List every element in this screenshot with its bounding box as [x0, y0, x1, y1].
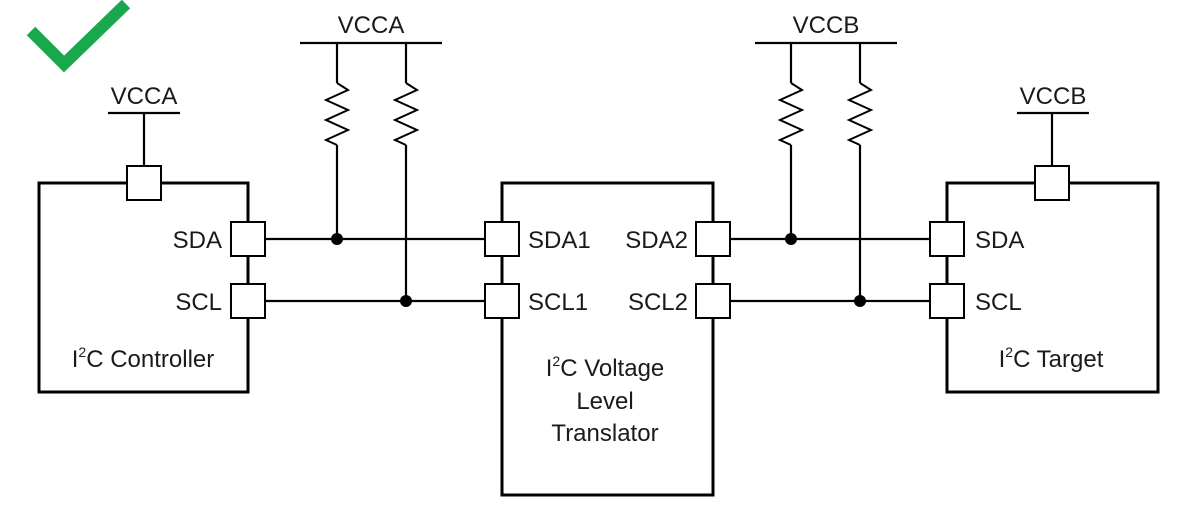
pullup-a-scl-resistor	[392, 82, 420, 146]
target-title: I2C Target	[999, 344, 1104, 373]
controller-scl-pin	[230, 283, 266, 319]
translator-block	[500, 181, 715, 497]
scl-a-junction	[400, 295, 412, 307]
sda-a-junction	[331, 233, 343, 245]
controller-sda-label: SDA	[173, 227, 222, 254]
pullup-b-sda-resistor	[777, 82, 805, 146]
controller-vcc-label: VCCA	[111, 83, 178, 110]
target-scl-pin	[929, 283, 965, 319]
pullup-b-scl-resistor	[846, 82, 874, 146]
controller-scl-label: SCL	[175, 289, 222, 316]
controller-vcc-pin	[126, 165, 162, 201]
target-vcc-label: VCCB	[1020, 83, 1087, 110]
sda-b-junction	[785, 233, 797, 245]
target-scl-label: SCL	[975, 289, 1022, 316]
pullup-a-vcc-label: VCCA	[338, 12, 405, 39]
translator-title-line1: I2C Voltage	[546, 353, 665, 382]
target-vcc-pin	[1034, 165, 1070, 201]
translator-scl2-pin	[695, 283, 731, 319]
pullup-b-vcc-label: VCCB	[793, 12, 860, 39]
target-sda-label: SDA	[975, 227, 1024, 254]
translator-sda1-label: SDA1	[528, 227, 591, 254]
translator-scl2-label: SCL2	[628, 289, 688, 316]
translator-sda2-pin	[695, 221, 731, 257]
controller-title: I2C Controller	[72, 344, 215, 373]
checkmark-icon	[26, 0, 131, 73]
controller-sda-pin	[230, 221, 266, 257]
translator-title-line2: Level	[576, 388, 633, 415]
pullup-a-sda-resistor	[323, 82, 351, 146]
translator-sda2-label: SDA2	[625, 227, 688, 254]
scl-b-junction	[854, 295, 866, 307]
translator-sda1-pin	[484, 221, 520, 257]
translator-title-line3: Translator	[551, 420, 658, 447]
translator-scl1-label: SCL1	[528, 289, 588, 316]
target-sda-pin	[929, 221, 965, 257]
translator-scl1-pin	[484, 283, 520, 319]
